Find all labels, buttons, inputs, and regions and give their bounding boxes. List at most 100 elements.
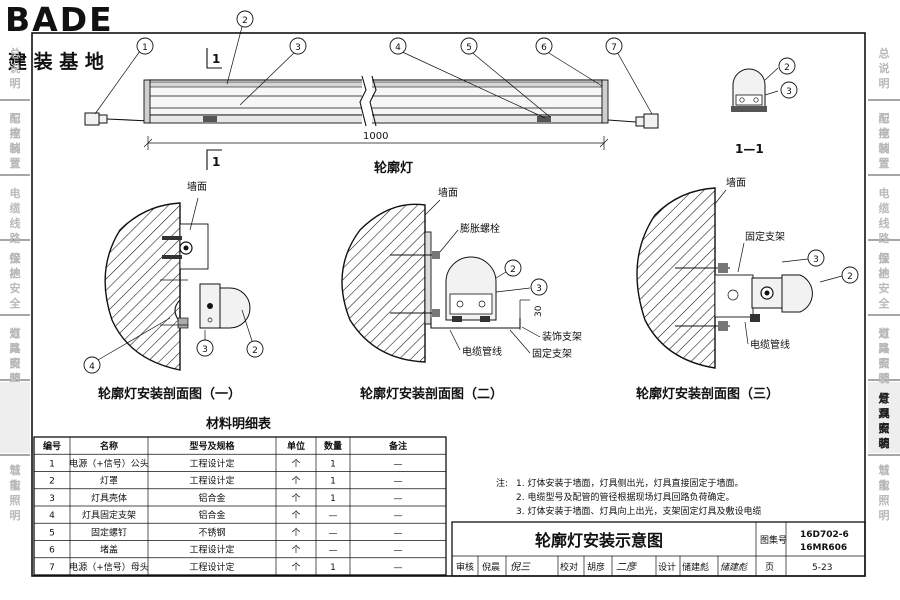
side-tab-left-2-char: 路 — [10, 231, 22, 245]
section3-callout-2: 2 — [847, 272, 853, 282]
section-callout-2: 2 — [784, 63, 790, 73]
logo-brand: BADE — [5, 0, 114, 39]
side-tab-left-1-char: 置 — [10, 157, 21, 170]
side-tab-right-6-char: 市 — [879, 478, 890, 492]
side-tab-left-0-char: 明 — [10, 77, 21, 90]
side-tab-right-6-char: 节 — [879, 463, 890, 477]
side-tab-right-1-char: 电 — [879, 126, 890, 140]
section3-callout-3: 3 — [813, 255, 819, 265]
table-cell: 个 — [291, 476, 300, 487]
table-cell: 灯具固定支架 — [82, 509, 136, 521]
table-cell: 堵盖 — [100, 544, 118, 556]
side-tab-left-4-char: 灯 — [10, 326, 21, 340]
table-cell: 工程设计定 — [189, 544, 234, 556]
side-tab-right-1-char: 与 — [879, 112, 890, 125]
top-callout-circle-7 — [605, 37, 623, 55]
drawing-title: 轮廓灯安装示意图 — [535, 531, 663, 550]
table-cell: 个 — [291, 545, 300, 556]
page-label: 页 — [765, 562, 774, 573]
table-cell: — — [329, 528, 338, 538]
note-3: 3. 灯体安装于墙面、灯具向上出光，支架固定灯具及敷设电缆 — [516, 505, 761, 517]
side-tab-left-3-char: 接 — [10, 251, 21, 265]
side-tab-right-3-char: 安 — [879, 281, 890, 295]
side-tab-left-1-char: 制 — [10, 141, 21, 155]
table-header-cell: 备注 — [388, 440, 407, 452]
side-tab-left-1-char: 配 — [10, 111, 21, 125]
title-block: 轮廓灯安装示意图 图集号 16D702-6 16MR606 审核 倪晨 倪三 校… — [451, 521, 866, 577]
install-section-3: 墙面 固定支架 3 2 电缆管线 轮廓灯安装剖面图（三） — [636, 176, 859, 402]
side-tab-right-2-char: 路 — [879, 231, 891, 245]
section1-callout-4: 4 — [89, 362, 95, 372]
side-tab-right-6-char: 明 — [879, 509, 890, 522]
note-1: 1. 灯体安装于墙面，灯具侧出光，灯具直接固定于墙面。 — [516, 477, 743, 489]
table-header-cell: 数量 — [324, 440, 342, 452]
check-label: 校对 — [560, 561, 578, 573]
signature-design: 储建彪 — [720, 562, 748, 573]
side-tab-left-6-char: 明 — [10, 509, 21, 522]
side-tab-right-5-char: 具 — [879, 407, 890, 420]
section2-caption: 轮廓灯安装剖面图（二） — [360, 386, 503, 402]
design-label: 设计 — [658, 561, 676, 573]
side-tab-right-4-char: 灯 — [879, 326, 890, 340]
table-cell: 1 — [49, 459, 55, 469]
side-tab-left-0-char: 说 — [10, 61, 21, 75]
side-tab-right-2-char: 线 — [879, 216, 890, 230]
top-callout-3: 3 — [295, 43, 301, 53]
top-callout-5: 5 — [466, 43, 472, 53]
side-tabs-left: 总说明配电装置与控制电缆线路接地安全保护道路照明灯具安装景观照明灯具安装城市照明… — [0, 46, 30, 522]
top-callout-circle-6 — [535, 37, 553, 55]
side-tab-right-3-char: 保 — [878, 251, 891, 265]
side-tab-left-4-char: 照 — [10, 357, 21, 370]
table-header-cell: 编号 — [43, 440, 61, 452]
note-2: 2. 电缆型号及配管的管径根据现场灯具回路负荷确定。 — [516, 491, 734, 503]
atlas-number-1: 16D702-6 — [800, 530, 849, 540]
side-tab-right-2-char: 缆 — [879, 201, 890, 215]
section3-caption: 轮廓灯安装剖面图（三） — [636, 386, 779, 402]
side-tab-right-3-char: 地 — [879, 266, 890, 280]
section3-bracket-label: 固定支架 — [745, 230, 785, 243]
side-tab-left-3-char: 保 — [9, 251, 22, 265]
review-label: 审核 — [456, 561, 474, 573]
side-tab-right-3-char: 接 — [879, 251, 890, 265]
side-tab-right-5-char: 景 — [878, 392, 890, 405]
table-cell: 个 — [291, 458, 300, 469]
connector-female — [643, 113, 659, 129]
side-tab-right-4-char: 具 — [879, 342, 890, 355]
side-tab-right-4-char: 安 — [879, 356, 890, 370]
table-cell: 铝合金 — [198, 509, 225, 521]
logo-subtitle: 建 装 基 地 — [8, 50, 104, 73]
atlas-number-2: 16MR606 — [800, 543, 847, 553]
section2-bolt-label: 膨胀螺栓 — [460, 222, 500, 235]
table-cell: — — [394, 477, 403, 487]
logo: BADE 建 装 基 地 — [5, 0, 114, 73]
top-callout-circle-2 — [236, 10, 254, 28]
section3-conduit-label: 电缆管线 — [750, 338, 790, 351]
side-tab-right-4-char: 路 — [879, 341, 891, 355]
side-tab-right-5-char: 安 — [879, 421, 890, 435]
section1-wall-label: 墙面 — [187, 180, 207, 193]
side-tab-left-2-char: 线 — [10, 216, 21, 230]
side-tab-left-3-char: 安 — [10, 281, 21, 295]
side-tab-left-6-char: 节 — [10, 463, 21, 477]
side-tab-right-6-char: 城 — [879, 463, 890, 477]
side-tab-left-1-char: 电 — [10, 126, 21, 140]
table-cell: 1 — [330, 459, 336, 469]
section1-caption: 轮廓灯安装剖面图（一） — [98, 386, 241, 402]
side-tab-left-4-char: 路 — [10, 341, 22, 355]
table-cell: 5 — [49, 528, 55, 538]
side-tab-right-1-char: 装 — [878, 141, 890, 155]
side-tab-right-0-char: 说 — [879, 61, 890, 75]
table-cell: 个 — [291, 527, 300, 538]
top-callout-circle-1 — [136, 37, 154, 55]
side-tab-left-4-char: 安 — [10, 356, 21, 370]
section1-callout-2: 2 — [252, 346, 258, 356]
table-cell: 灯具壳体 — [91, 492, 127, 504]
install-section-1: 墙面 2 3 4 轮廓灯安装剖面图（一） — [83, 180, 264, 402]
side-tab-right-4-char: 装 — [878, 371, 890, 385]
side-tab-right-6-char: 照 — [879, 494, 890, 507]
table-cell: 工程设计定 — [189, 457, 234, 469]
signature-review: 倪三 — [510, 561, 531, 573]
side-tabs-right: 总说明配电装置与控制电缆线路接地安全保护道路照明灯具安装景观照明灯具安装城市照明… — [0, 46, 900, 522]
side-tab-left-0-char: 总 — [10, 46, 21, 60]
